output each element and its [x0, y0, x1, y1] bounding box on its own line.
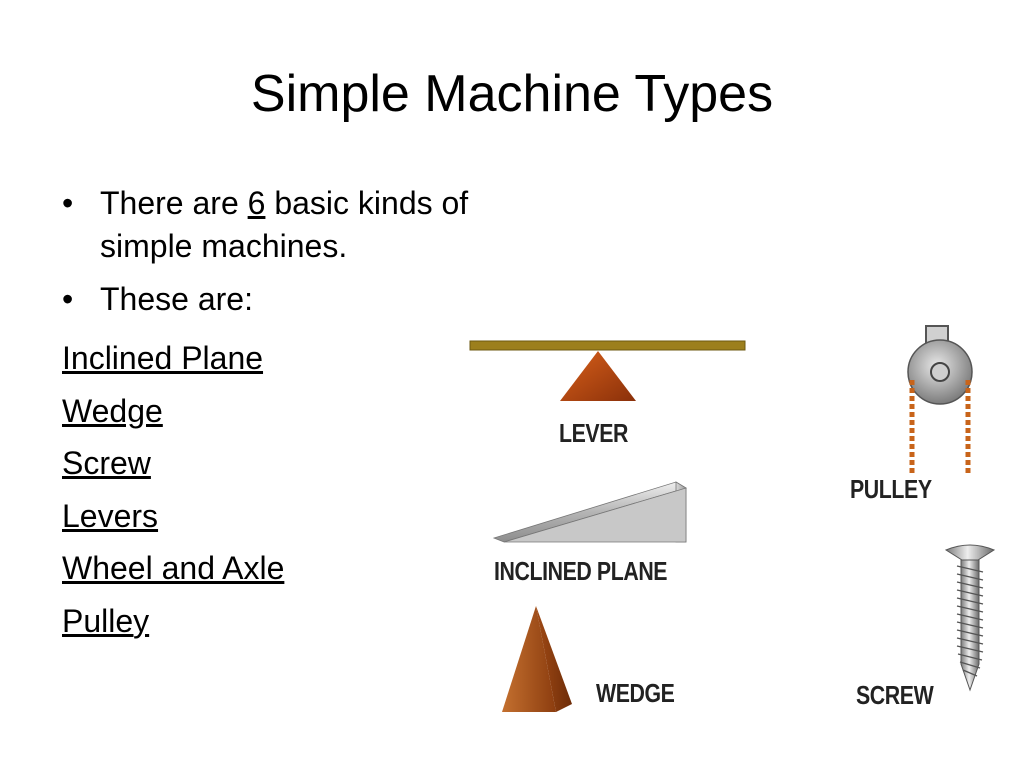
inclined-plane-label: INCLINED PLANE [494, 556, 668, 586]
pulley-illustration [907, 325, 973, 474]
link-levers[interactable]: Levers [62, 497, 159, 534]
pulley-axle [930, 362, 950, 382]
bullet-emphasis: 6 [247, 185, 266, 221]
wedge-illustration [502, 606, 572, 712]
screw-head [944, 544, 996, 561]
wedge-side [536, 606, 572, 712]
slide-title: Simple Machine Types [250, 65, 774, 123]
wedge-label: WEDGE [596, 678, 675, 708]
link-pulley[interactable]: Pulley [62, 602, 150, 639]
bullet-text-after: basic kinds of simple machines. [100, 185, 469, 264]
lever-label: LEVER [559, 418, 629, 448]
bullet-item: • There are 6 basic kinds of simple mach… [62, 182, 482, 268]
bullet-dot: • [62, 281, 74, 317]
bullet-item: • These are: [62, 278, 482, 321]
bullet-text: These are: [100, 281, 253, 317]
screw-threads [956, 565, 984, 677]
link-screw[interactable]: Screw [62, 445, 151, 481]
screw-label: SCREW [856, 680, 934, 710]
screw-illustration [944, 544, 996, 692]
fulcrum-triangle [560, 351, 636, 401]
link-wheel-and-axle[interactable]: Wheel and Axle [62, 550, 285, 586]
link-wedge[interactable]: Wedge [62, 392, 163, 429]
inclined-plane-front [503, 487, 687, 543]
wedge-front [502, 606, 556, 712]
link-inclined-plane[interactable]: Inclined Plane [62, 340, 264, 376]
lever-beam [469, 340, 746, 351]
lever-illustration [469, 340, 746, 401]
bullet-list: • There are 6 basic kinds of simple mach… [62, 182, 482, 331]
bullet-text-before: There are [100, 185, 248, 221]
bullet-dot: • [62, 185, 74, 221]
machine-link-list: Inclined Plane Wedge Screw Levers Wheel … [62, 332, 284, 647]
inclined-plane-illustration [492, 481, 687, 543]
pulley-label: PULLEY [850, 474, 932, 504]
